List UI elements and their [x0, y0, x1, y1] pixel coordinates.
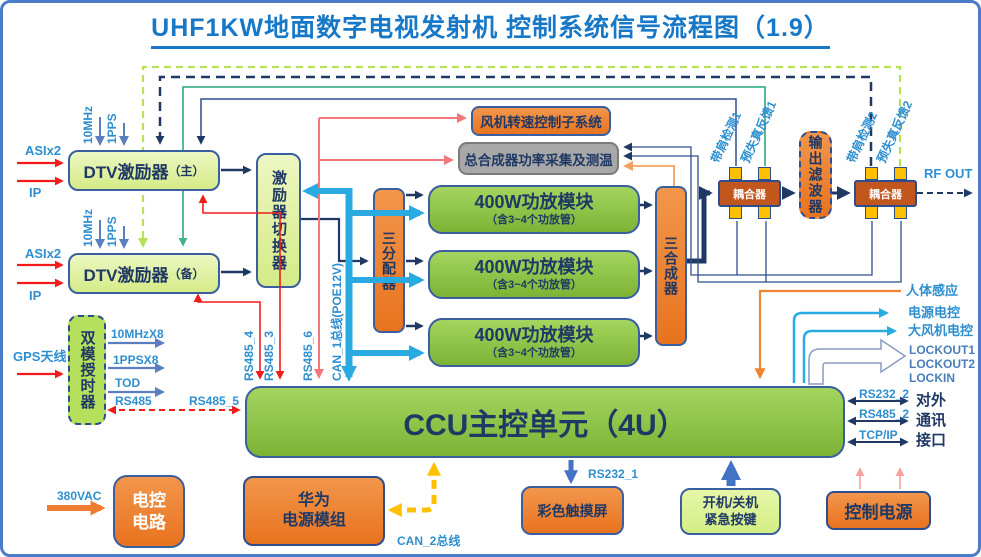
asi-backup-label: ASIx2: [25, 246, 62, 261]
powerkey-line2: 紧急按键: [704, 511, 757, 527]
rs485-2-label: RS485_2: [859, 407, 910, 421]
mhz10-backup-label: 10MHz: [81, 208, 95, 247]
rf-out-label: RF OUT: [924, 166, 973, 181]
vac-380-label: 380VAC: [57, 489, 102, 503]
pps-backup-label: 1PPS: [105, 216, 119, 247]
node-ccu-main-unit: CCU主控单元（4U）: [245, 386, 845, 458]
acbox-line2: 电路: [132, 512, 166, 532]
coupler1-port-tl: [729, 167, 742, 180]
rs232-1-label: RS232_1: [588, 467, 639, 481]
huawei-line1: 华为: [297, 492, 330, 509]
bottom-lines: [47, 460, 741, 517]
pps-main-label: 1PPS: [105, 113, 119, 144]
diagram-lines-front: [193, 183, 425, 382]
powerkey-line1: 开机/关机: [702, 495, 759, 511]
timing-out-tod-label: TOD: [115, 376, 141, 390]
dtv-main-suffix: （主）: [168, 164, 205, 178]
rs232-2-label: RS232_2: [859, 387, 910, 401]
pa3-title: 400W功放模块: [474, 325, 594, 346]
ext-line2: 通讯: [916, 412, 947, 429]
dtv-main-title: DTV激励器: [83, 163, 169, 182]
gps-antenna-label: GPS天线: [13, 349, 67, 364]
coupler2-port-tr: [894, 167, 907, 180]
ext-line1: 对外: [916, 392, 947, 409]
lockin-label: LOCKIN: [909, 371, 955, 385]
rf-chain-lines: [221, 165, 973, 341]
human-sensor-label: 人体感应: [906, 283, 959, 298]
coupler2-port-tl: [865, 167, 878, 180]
asi-main-label: ASIx2: [25, 143, 62, 158]
tcpip-label: TCP/IP: [859, 428, 898, 442]
node-pa-module-1: 400W功放模块（含3~4个功放管）: [428, 185, 640, 234]
pa1-subtitle: （含3~4个功放管）: [486, 213, 582, 226]
lockout1-label: LOCKOUT1: [909, 343, 975, 357]
power-econtrol-label: 电源电控: [908, 305, 961, 320]
node-pa-module-2: 400W功放模块（含3~4个功放管）: [428, 250, 640, 299]
node-dtv-exciter-backup: DTV激励器（备）: [68, 253, 220, 294]
node-huawei-power-module: 华为电源模组: [243, 476, 385, 546]
coupler-sense-lines: [623, 142, 902, 283]
coupler2-port-br: [894, 206, 907, 219]
node-pa-module-3: 400W功放模块（含3~4个功放管）: [428, 318, 640, 367]
node-combiner: 三合成器: [655, 186, 687, 346]
node-dtv-exciter-main: DTV激励器（主）: [68, 150, 220, 191]
node-color-touchscreen: 彩色触摸屏: [521, 486, 624, 535]
node-power-sense-temp: 总合成器功率采集及测温: [458, 142, 619, 175]
node-coupler-2: 耦合器: [854, 180, 917, 207]
node-output-filter: 输出滤波器: [799, 131, 832, 219]
timing-out-rs485-label: RS485: [115, 394, 152, 408]
salmon-rs485-6-net: [314, 113, 467, 379]
coupler1-port-bl: [729, 206, 742, 219]
can1-bus: [302, 183, 425, 382]
node-fan-speed-ctrl: 风机转速控制子系统: [471, 106, 611, 136]
big-fan-econtrol-label: 大风机电控: [908, 323, 974, 338]
input-arrows: [17, 158, 64, 379]
timing-out-10mhz-label: 10MHzX8: [111, 327, 164, 341]
dtv-backup-suffix: （备）: [168, 267, 205, 281]
coupler1-port-tr: [758, 167, 771, 180]
rs485-5-label: RS485_5: [189, 394, 240, 408]
lockout2-label: LOCKOUT2: [909, 357, 975, 371]
node-ac-control-circuit: 电控电路: [113, 475, 185, 548]
can1-bus-label: CAN_1总线(POE12V): [330, 262, 344, 381]
huawei-line2: 电源模组: [281, 512, 346, 529]
external-comm-label: 对外 通讯 接口: [916, 391, 946, 451]
mhz10-main-label: 10MHz: [81, 105, 95, 144]
ip-main-label: IP: [29, 185, 42, 200]
acbox-line1: 电控: [132, 491, 166, 511]
can2-bus-label: CAN_2总线: [397, 534, 461, 548]
timing-lines: [95, 117, 241, 415]
node-dual-mode-timing: 双模授时器: [68, 315, 106, 425]
node-coupler-1: 耦合器: [718, 180, 781, 207]
timing-out-1pps-label: 1PPSX8: [113, 353, 159, 367]
ip-backup-label: IP: [29, 288, 42, 303]
page-title: UHF1KW地面数字电视发射机 控制系统信号流程图（1.9）: [3, 8, 978, 49]
pa2-subtitle: （含3~4个功放管）: [486, 278, 582, 291]
right-side-lines: [754, 289, 909, 489]
diagram-lines-back: [17, 65, 973, 517]
coupler2-port-bl: [865, 206, 878, 219]
red-rs485-lines: [193, 194, 285, 380]
coupler1-port-br: [758, 206, 771, 219]
pa3-subtitle: （含3~4个功放管）: [486, 346, 582, 359]
rs485-3-label: RS485_3: [262, 330, 276, 381]
pa2-title: 400W功放模块: [474, 257, 594, 278]
ext-line3: 接口: [916, 432, 947, 449]
dtv-backup-title: DTV激励器: [83, 266, 169, 285]
rs485-4-label: RS485_4: [242, 330, 256, 381]
lockout-hollow-arrow: [808, 338, 907, 385]
pa1-title: 400W功放模块: [474, 192, 594, 213]
node-control-power: 控制电源: [826, 491, 931, 530]
rs485-6-label: RS485_6: [301, 330, 315, 381]
node-power-emergency-key: 开机/关机紧急按键: [680, 488, 781, 535]
